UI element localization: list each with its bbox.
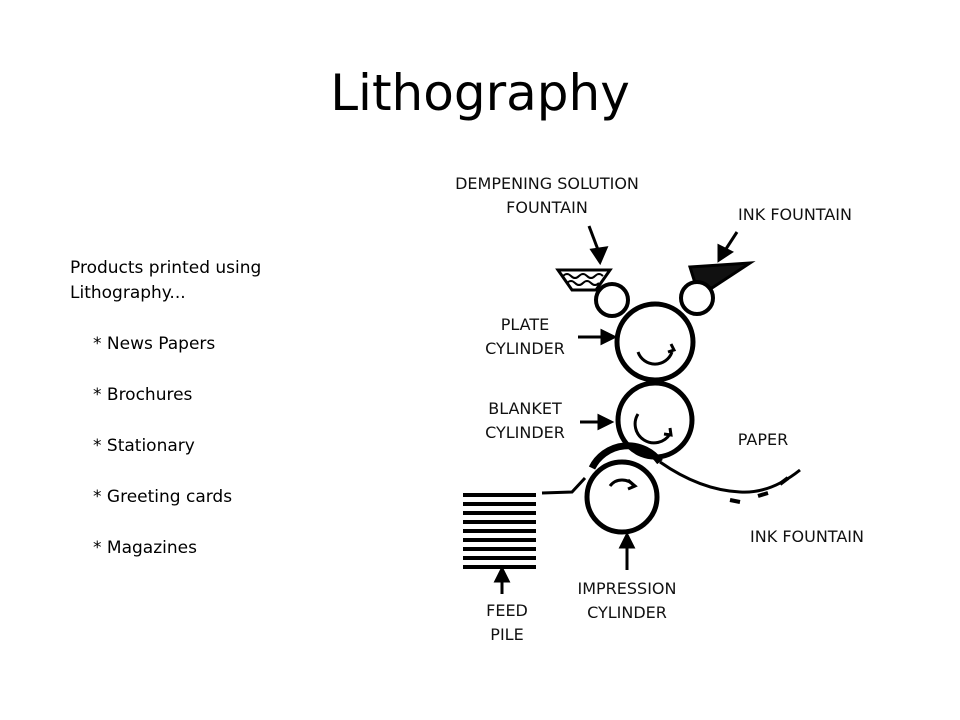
impression-cylinder — [584, 442, 663, 535]
list-item: * Magazines — [93, 538, 197, 558]
list-item: * Stationary — [93, 436, 195, 456]
label-feed-pile: FEED PILE — [486, 601, 528, 644]
dampening-roller — [594, 282, 630, 318]
list-item: * News Papers — [93, 334, 216, 354]
ink-fountain — [687, 261, 756, 290]
ink-roller — [679, 280, 715, 316]
label-impression-cylinder: IMPRESSION CYLINDER — [577, 579, 677, 622]
label-blanket-cylinder: BLANKET CYLINDER — [485, 399, 565, 442]
paper-path — [541, 460, 801, 504]
dampening-fountain — [555, 268, 613, 292]
label-ink-fountain-bottom: INK FOUNTAIN — [750, 527, 864, 546]
list-item: * Brochures — [93, 385, 193, 405]
pointer-arrows — [493, 225, 739, 594]
label-ink-fountain-top: INK FOUNTAIN — [738, 205, 852, 224]
slide-title: Lithography — [330, 64, 630, 122]
products-list: * News Papers * Brochures * Stationary *… — [93, 332, 232, 587]
label-paper: PAPER — [737, 430, 789, 449]
label-plate-cylinder: PLATE CYLINDER — [485, 315, 565, 358]
plate-cylinder — [614, 301, 696, 383]
intro-text: Products printed using Lithography... — [70, 258, 262, 303]
label-dampening-fountain: DEMPENING SOLUTION FOUNTAIN — [455, 174, 639, 217]
feed-pile — [463, 493, 536, 569]
list-item: * Greeting cards — [93, 487, 233, 507]
